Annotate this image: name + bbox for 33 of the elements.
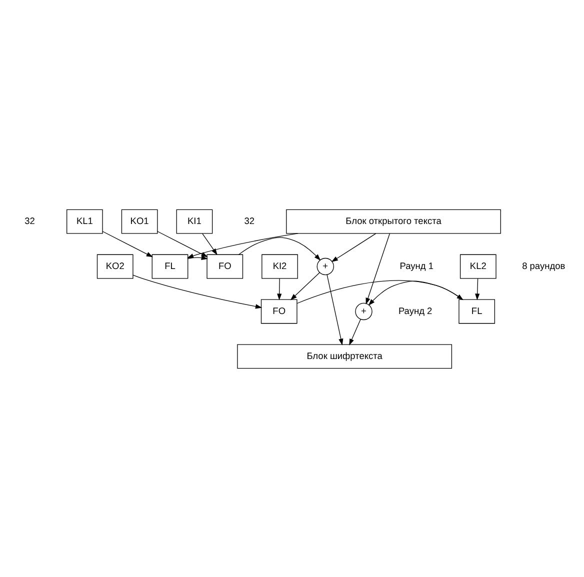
node-circle: + [355, 302, 372, 320]
arrow [366, 232, 390, 304]
arrow [290, 272, 320, 300]
node-box: Блок открытого текста [286, 208, 501, 234]
arrow [202, 232, 218, 255]
node-box: FL [152, 254, 188, 278]
label: Раунд 1 [400, 260, 434, 270]
node-box: KO2 [96, 254, 134, 278]
arrow [331, 232, 376, 262]
arrow [326, 274, 344, 345]
label: Раунд 2 [398, 305, 432, 316]
arrow [277, 278, 282, 300]
node-box: FO [206, 254, 244, 278]
arrow [157, 230, 208, 257]
node-box: Блок шифртекста [237, 344, 452, 368]
arrow [102, 230, 154, 257]
node-box: KI1 [176, 208, 213, 234]
arrow [186, 232, 298, 258]
node-box: KL1 [66, 208, 103, 234]
node-box: FO [260, 298, 298, 324]
node-box: KI2 [262, 254, 298, 278]
label: 8 раундов [522, 260, 566, 270]
node-box: FL [458, 298, 496, 324]
label: 32 [244, 215, 254, 226]
node-circle: + [316, 257, 334, 275]
node-box: KO1 [121, 208, 158, 234]
arrow [475, 278, 480, 300]
label: 32 [24, 215, 35, 226]
arrow [238, 236, 321, 260]
arrow [188, 254, 208, 260]
node-box: KL2 [460, 254, 496, 278]
arrow [349, 318, 361, 345]
arrow [132, 274, 262, 308]
